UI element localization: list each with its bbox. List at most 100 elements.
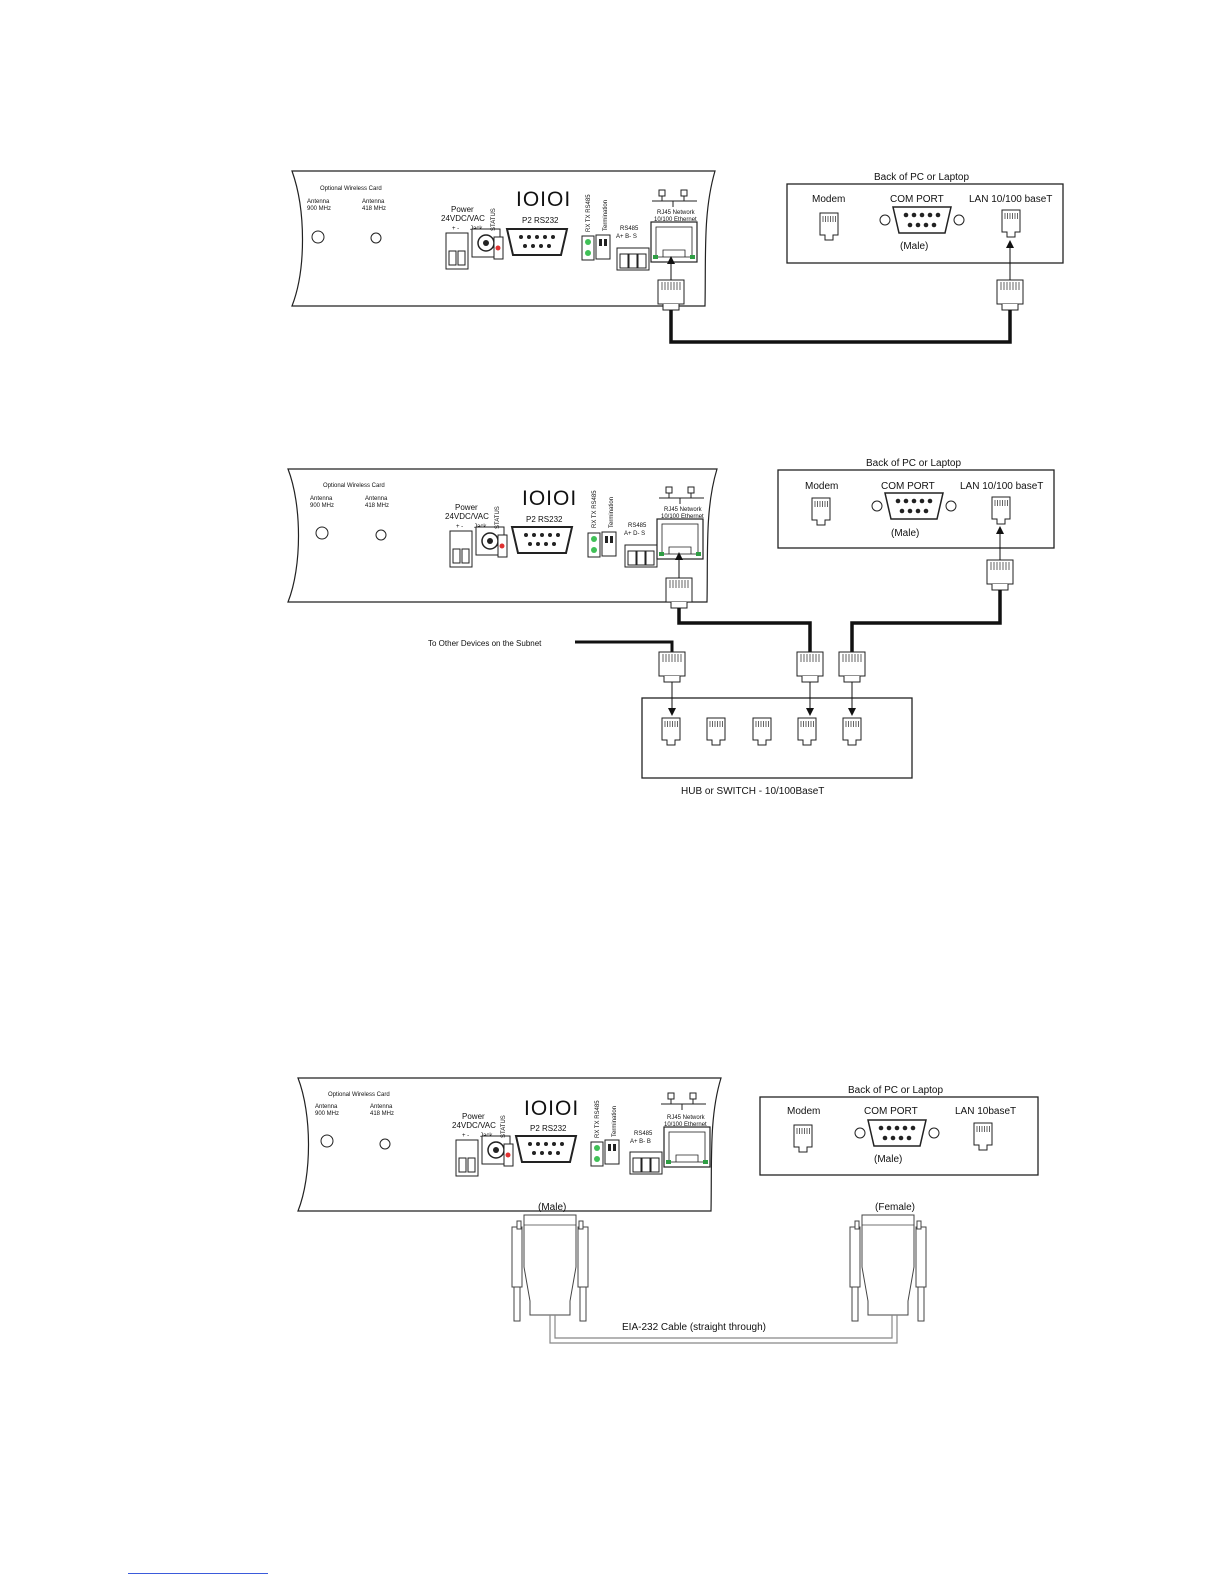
termination-label: Termination <box>612 1106 618 1137</box>
com-port-male-label: (Male) <box>900 241 928 252</box>
antenna-900-label: Antenna <box>310 496 333 502</box>
rxtx-label: RX TX RS485 <box>586 194 592 232</box>
power-label: Power <box>462 1112 485 1121</box>
ioioi-logo: IOIOI <box>522 487 577 510</box>
power-terminals: + - <box>452 226 459 232</box>
p2-rs232-label: P2 RS232 <box>522 216 559 225</box>
power-label: Power <box>455 503 478 512</box>
antenna-418-label: Antenna <box>370 1104 393 1110</box>
pc-back-panel-3: Back of PC or Laptop Modem COM PORT (Mal… <box>759 1085 1039 1176</box>
antenna-418-connector <box>370 232 382 244</box>
rs485-terminals: A+ B- B <box>630 1139 651 1145</box>
male-end-label: (Male) <box>538 1202 566 1213</box>
antenna-900-connector <box>320 1134 334 1148</box>
network-icon <box>659 486 704 504</box>
wireless-card-label: Optional Wireless Card <box>323 483 385 489</box>
status-label: STATUS <box>491 208 497 231</box>
antenna-418-connector <box>379 1138 391 1150</box>
cable-label: EIA-232 Cable (straight through) <box>622 1322 766 1333</box>
footer-link-underline <box>128 1573 268 1574</box>
antenna-900-label: Antenna <box>315 1104 338 1110</box>
modem-label: Modem <box>787 1106 820 1117</box>
ethernet-port <box>650 221 698 263</box>
rj45-label: RJ45 Network <box>667 1115 706 1121</box>
com-port-label: COM PORT <box>890 194 944 205</box>
status-led <box>499 543 505 549</box>
tx-led <box>585 250 591 256</box>
termination-switch <box>601 531 617 557</box>
hub-switch: HUB or SWITCH - 10/100BaseT <box>641 697 913 797</box>
plug-pc <box>986 559 1014 591</box>
hub-cables: To Other Devices on the Subnet <box>428 526 1014 716</box>
termination-label: Termination <box>603 200 609 231</box>
antenna-418-freq: 418 MHz <box>370 1111 394 1117</box>
power-terminals: + - <box>456 524 463 530</box>
status-label: STATUS <box>495 506 501 529</box>
antenna-900-freq: 900 MHz <box>315 1111 339 1117</box>
status-led <box>505 1152 511 1158</box>
pc-title: Back of PC or Laptop <box>848 1085 943 1096</box>
rx-led <box>594 1145 600 1151</box>
tx-led <box>591 547 597 553</box>
rx-led <box>591 536 597 542</box>
p2-rs232-label: P2 RS232 <box>526 515 563 524</box>
rj45-ethernet-label: 10/100 Ethernet <box>664 1122 707 1128</box>
other-devices-label: To Other Devices on the Subnet <box>428 639 542 648</box>
termination-switch <box>604 1139 620 1165</box>
rj45-ethernet-label: 10/100 Ethernet <box>654 217 697 223</box>
plug-hub-5 <box>838 651 866 683</box>
lan-label: LAN 10baseT <box>955 1106 1016 1117</box>
lan-label: LAN 10/100 baseT <box>969 194 1052 205</box>
controller-panel: Optional Wireless Card Antenna 900 MHz A… <box>291 170 716 307</box>
rxtx-label: RX TX RS485 <box>592 490 598 528</box>
status-led <box>495 245 501 251</box>
rs485-label: RS485 <box>620 226 639 232</box>
ethernet-port <box>656 518 704 560</box>
diagram-2-hub-connection: Optional Wireless Card Antenna 900 MHz A… <box>287 458 1055 797</box>
termination-switch <box>595 234 611 260</box>
male-db9-connector <box>511 1214 589 1322</box>
rxtx-label: RX TX RS485 <box>595 1100 601 1138</box>
rj45-ethernet-label: 10/100 Ethernet <box>661 514 704 520</box>
antenna-900-connector <box>315 526 329 540</box>
rs232-port <box>515 1135 577 1163</box>
antenna-418-label: Antenna <box>365 496 388 502</box>
termination-label: Termination <box>609 497 615 528</box>
pc-title: Back of PC or Laptop <box>866 458 961 469</box>
power-label: Power <box>451 205 474 214</box>
pc-back-panel: Back of PC or Laptop Modem COM PORT (Mal… <box>786 172 1064 264</box>
controller-panel-3: Optional Wireless Card Antenna 900 MHz A… <box>297 1077 722 1212</box>
cable-plug-pc <box>996 279 1024 311</box>
antenna-418-label: Antenna <box>362 199 385 205</box>
status-label: STATUS <box>501 1115 507 1138</box>
modem-label: Modem <box>812 194 845 205</box>
ethernet-port <box>663 1126 711 1168</box>
ioioi-logo: IOIOI <box>516 188 571 211</box>
network-icon <box>661 1092 706 1110</box>
female-db9-connector <box>849 1214 927 1322</box>
antenna-900-freq: 900 MHz <box>307 206 331 212</box>
hub-label: HUB or SWITCH - 10/100BaseT <box>681 786 824 797</box>
com-port-label: COM PORT <box>881 481 935 492</box>
ethernet-cable <box>657 240 1024 344</box>
rs485-terminals: A+ B- S <box>616 234 637 240</box>
network-icon <box>652 189 697 207</box>
diagram-1-direct-ethernet: Optional Wireless Card Antenna 900 MHz A… <box>291 170 1064 344</box>
wireless-card-label: Optional Wireless Card <box>328 1092 390 1098</box>
power-voltage: 24VDC/VAC <box>452 1121 496 1130</box>
com-port-male-label: (Male) <box>874 1154 902 1165</box>
controller-panel-2: Optional Wireless Card Antenna 900 MHz A… <box>287 468 718 603</box>
power-voltage: 24VDC/VAC <box>445 512 489 521</box>
lan-label: LAN 10/100 baseT <box>960 481 1043 492</box>
power-voltage: 24VDC/VAC <box>441 214 485 223</box>
ioioi-logo: IOIOI <box>524 1097 579 1120</box>
antenna-418-freq: 418 MHz <box>365 503 389 509</box>
com-port-label: COM PORT <box>864 1106 918 1117</box>
antenna-900-label: Antenna <box>307 199 330 205</box>
female-end-label: (Female) <box>875 1202 915 1213</box>
tx-led <box>594 1156 600 1162</box>
rs232-port <box>506 228 568 256</box>
antenna-900-freq: 900 MHz <box>310 503 334 509</box>
power-terminals: + - <box>462 1133 469 1139</box>
